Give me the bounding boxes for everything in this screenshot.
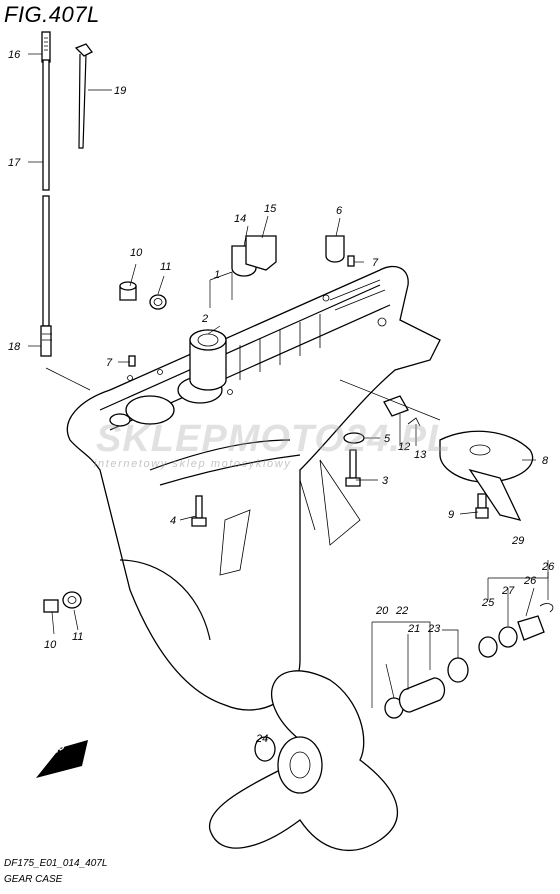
callout-24: 24 <box>255 733 268 745</box>
callout-9: 9 <box>448 509 454 521</box>
callout-21: 21 <box>407 623 420 635</box>
callout-10a: 10 <box>130 247 143 259</box>
callout-4: 4 <box>170 515 176 527</box>
callout-numbers: 16 19 17 18 14 15 6 7 1 2 10 11 7 5 12 1… <box>8 49 555 745</box>
callout-13: 13 <box>414 449 427 461</box>
fwd-arrow-icon <box>36 740 88 778</box>
callout-26: 26 <box>523 575 537 587</box>
figure-code: DF175_E01_014_407L <box>4 858 108 869</box>
callout-25: 25 <box>481 597 495 609</box>
callout-11a: 11 <box>160 261 171 273</box>
callout-7b: 7 <box>106 357 113 369</box>
callout-28: 26 <box>541 561 555 573</box>
watermark-brand: SKLEPMOTO24.PL <box>96 418 452 460</box>
callout-15: 15 <box>264 203 277 215</box>
callout-29: 29 <box>511 535 524 547</box>
small-parts <box>43 235 534 613</box>
figure-name: GEAR CASE <box>4 874 63 885</box>
callout-1: 1 <box>214 269 220 281</box>
callout-14: 14 <box>234 213 246 225</box>
callout-23: 23 <box>427 623 441 635</box>
figure-title: FIG.407L <box>4 2 100 27</box>
callout-20: 20 <box>375 605 389 617</box>
callout-7a: 7 <box>372 257 379 269</box>
propeller-assembly <box>208 603 554 852</box>
callout-12: 12 <box>398 441 410 453</box>
callout-8: 8 <box>542 455 549 467</box>
callout-22: 22 <box>395 605 408 617</box>
callout-17: 17 <box>8 157 21 169</box>
gear-case-housing <box>66 265 441 711</box>
shift-rod <box>40 31 52 357</box>
watermark-tagline: internetowy sklep motocyklowy <box>94 458 292 470</box>
callout-18: 18 <box>8 341 21 353</box>
callout-27: 27 <box>501 585 515 597</box>
callout-16: 16 <box>8 49 21 61</box>
callout-5: 5 <box>384 433 391 445</box>
callout-6: 6 <box>336 205 343 217</box>
callout-leaders <box>28 53 549 742</box>
callout-11b: 11 <box>72 631 83 643</box>
callout-2: 2 <box>201 313 208 325</box>
callout-19: 19 <box>114 85 126 97</box>
callout-3: 3 <box>382 475 389 487</box>
callout-10b: 10 <box>44 639 57 651</box>
cable-tie <box>74 43 93 149</box>
